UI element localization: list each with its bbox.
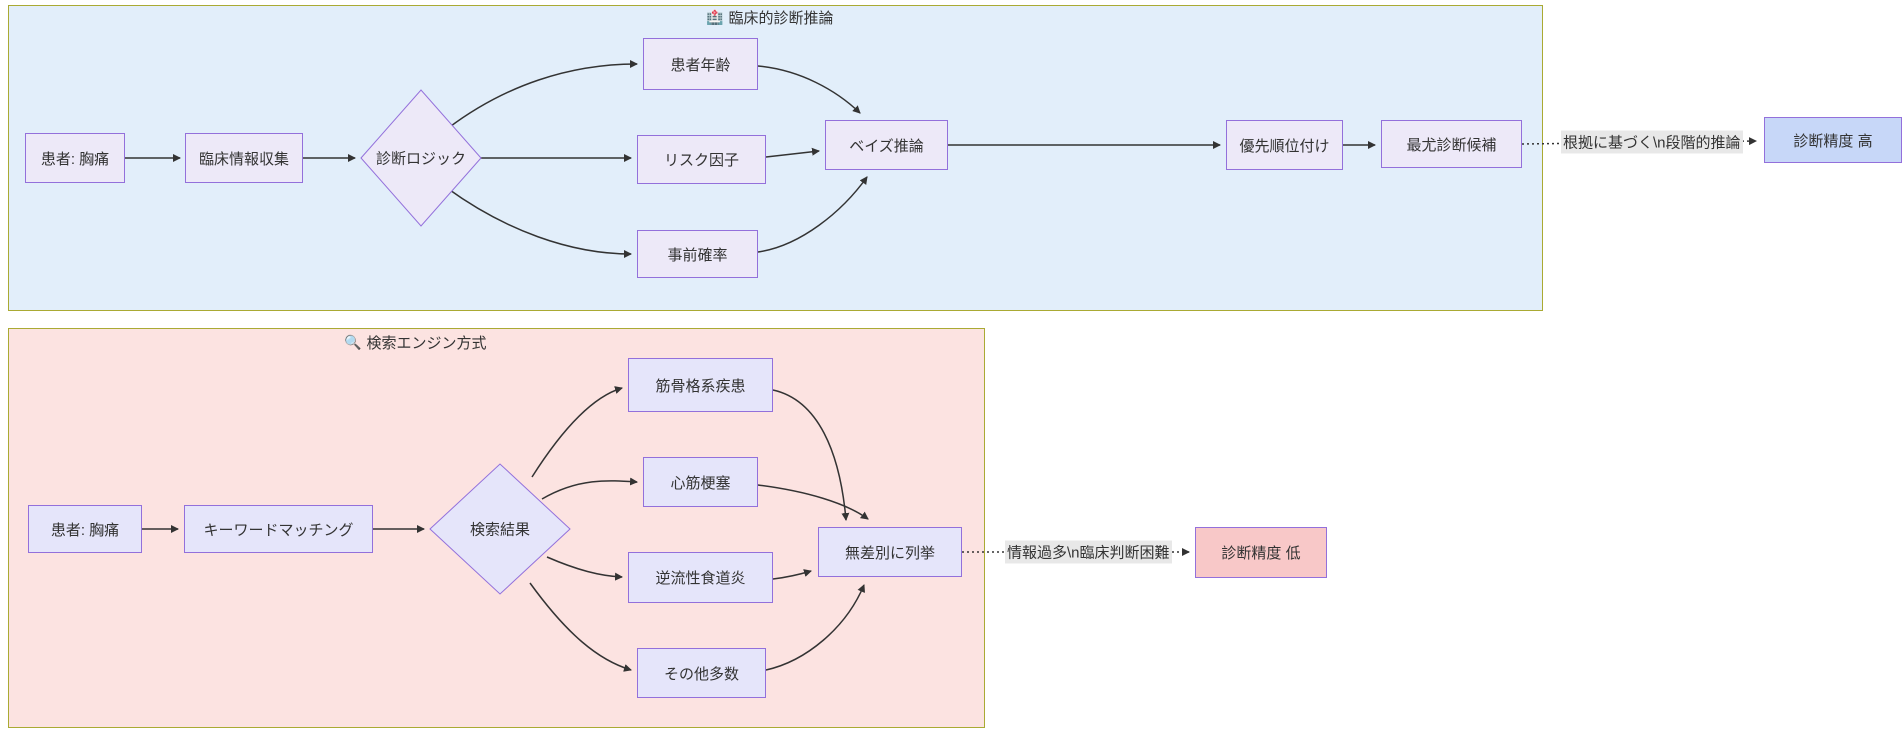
node-clinical-logic-label: 診断ロジック bbox=[375, 150, 467, 168]
edge-clin-risk-bayes bbox=[765, 147, 820, 158]
node-search-reflux: 逆流性食道炎 bbox=[628, 552, 773, 603]
hospital-icon: 🏥 bbox=[706, 9, 724, 25]
node-search-others: その他多数 bbox=[637, 648, 766, 698]
edge-srch-results-musculo bbox=[531, 386, 623, 478]
magnifier-icon: 🔍 bbox=[344, 334, 362, 350]
node-clinical-candidate: 最尤診断候補 bbox=[1381, 120, 1522, 168]
search-decision-diamond bbox=[429, 463, 571, 595]
node-clinical-prior: 事前確率 bbox=[637, 230, 758, 278]
clinical-decision-diamond bbox=[360, 89, 482, 227]
node-search-enumerate: 無差別に列挙 bbox=[818, 527, 962, 577]
edge-srch-others-enumerate bbox=[765, 584, 865, 671]
node-clinical-bayes: ベイズ推論 bbox=[825, 120, 948, 170]
clinical-panel-title-text: 臨床的診断推論 bbox=[728, 10, 834, 27]
edge-srch-mi-enumerate bbox=[757, 484, 869, 520]
node-search-patient: 患者: 胸痛 bbox=[28, 505, 142, 553]
node-clinical-collect: 臨床情報収集 bbox=[185, 133, 303, 183]
edge-srch-musculo-enumerate bbox=[772, 389, 850, 521]
edge-clin-age-bayes bbox=[757, 65, 861, 114]
node-search-outcome: 診断精度 低 bbox=[1195, 527, 1327, 578]
edge-srch-results-mi bbox=[541, 477, 638, 500]
node-search-results-label: 検索結果 bbox=[469, 521, 531, 539]
node-search-musculoskeletal: 筋骨格系疾患 bbox=[628, 358, 773, 412]
node-clinical-rank: 優先順位付け bbox=[1226, 120, 1343, 170]
edge-clin-logic-prior bbox=[446, 187, 632, 258]
search-panel-title: 🔍 検索エンジン方式 bbox=[344, 332, 486, 353]
edge-srch-reflux-enumerate bbox=[772, 569, 812, 580]
edge-srch-results-others bbox=[529, 582, 632, 672]
edge-clin-logic-age bbox=[446, 60, 638, 130]
clinical-edge-label: 根拠に基づく\n段階的推論 bbox=[1561, 130, 1743, 154]
node-clinical-outcome: 診断精度 高 bbox=[1764, 117, 1902, 163]
edge-clin-prior-bayes bbox=[757, 176, 868, 253]
clinical-panel-title: 🏥 臨床的診断推論 bbox=[706, 7, 833, 28]
node-clinical-risk: リスク因子 bbox=[637, 135, 766, 184]
node-clinical-patient: 患者: 胸痛 bbox=[25, 133, 125, 183]
node-search-mi: 心筋梗塞 bbox=[643, 457, 758, 507]
node-clinical-age: 患者年齢 bbox=[643, 38, 758, 90]
search-edge-label: 情報過多\n臨床判断困難 bbox=[1005, 540, 1172, 564]
node-search-keyword: キーワードマッチング bbox=[184, 505, 373, 553]
edge-srch-results-reflux bbox=[546, 556, 623, 581]
search-panel-title-text: 検索エンジン方式 bbox=[366, 335, 487, 352]
